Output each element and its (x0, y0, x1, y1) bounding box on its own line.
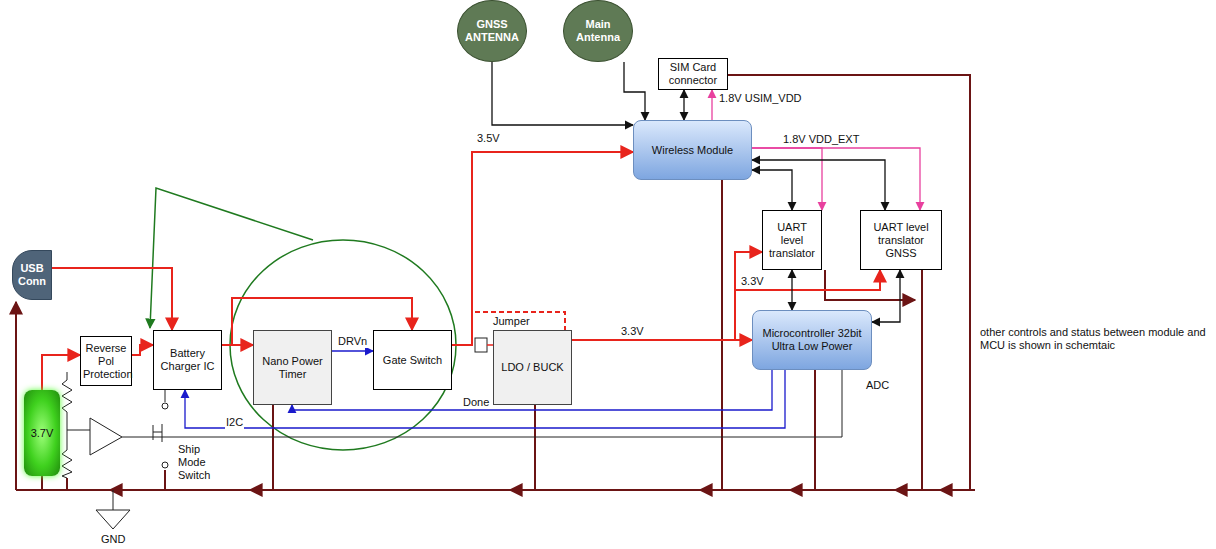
edge-label: I2C (225, 416, 244, 429)
connector (42, 355, 80, 390)
label-text: Ship Mode Switch (178, 443, 228, 482)
connector (752, 148, 822, 210)
node-text: USB Conn (15, 262, 49, 288)
battery: 3.7V (24, 390, 60, 476)
node-text: UART level translator (765, 221, 819, 260)
edge-label: Jumper (492, 315, 531, 328)
connector (752, 160, 885, 210)
node-text: UART level translator GNSS (863, 221, 939, 260)
regulator-box: LDO / BUCK (493, 330, 572, 405)
edge-label: 1.8V USIM_VDD (718, 92, 803, 105)
edge-label: DRVn (337, 335, 368, 348)
connector (332, 350, 373, 351)
connector (572, 252, 762, 340)
connector (624, 62, 645, 120)
node-text: Microcontroller 32bit Ultra Low Power (755, 327, 869, 353)
usb-connector: USB Conn (12, 250, 52, 300)
note-text: other controls and status between module… (980, 326, 1215, 352)
connector-box: SIM Card connector (658, 58, 728, 90)
timer-box: Nano Power Timer (253, 330, 332, 405)
label-text: ADC (866, 379, 889, 392)
ground-symbol (96, 490, 130, 529)
connector (452, 152, 633, 345)
ground-bus (16, 75, 975, 490)
antenna: GNSS ANTENNA (457, 0, 527, 62)
node-text: Wireless Module (652, 144, 733, 157)
connector (752, 170, 792, 210)
connector (752, 148, 920, 210)
node-text: Battery Charger IC (156, 347, 219, 373)
node-text: 3.7V (31, 427, 54, 440)
translator-box: UART level translator GNSS (860, 210, 942, 270)
connector (132, 345, 153, 355)
node-text: Nano Power Timer (256, 355, 329, 381)
label-text: GND (101, 533, 125, 546)
node-text: LDO / BUCK (501, 361, 563, 374)
module-box: Wireless Module (633, 120, 752, 180)
node-text: SIM Card connector (661, 61, 725, 87)
node-text: Gate Switch (383, 354, 442, 367)
highlight-circle (230, 240, 456, 450)
edge-label: Done (462, 396, 490, 409)
jumper-symbol (475, 338, 493, 352)
node-text: Main Antenna (570, 18, 626, 44)
edge-label: 3.5V (476, 132, 501, 145)
edge-label: 1.8V VDD_EXT (782, 133, 860, 146)
connector (711, 90, 712, 120)
connector (52, 268, 172, 330)
mcu-box: Microcontroller 32bit Ultra Low Power (752, 310, 872, 370)
antenna: Main Antenna (563, 0, 633, 62)
translator-box: UART level translator (762, 210, 822, 270)
node-text: Reverse Pol Protection (83, 342, 129, 381)
connector (791, 270, 792, 310)
protection-box: Reverse Pol Protection (80, 336, 132, 386)
edge-label: 3.3V (620, 325, 645, 338)
connector (872, 270, 900, 322)
ship-mode-switch (153, 390, 168, 468)
node-text: GNSS ANTENNA (464, 18, 520, 44)
switch-box: Gate Switch (373, 330, 452, 390)
edge-label: 3.3V (740, 275, 765, 288)
connector (683, 90, 684, 120)
connector (492, 62, 633, 125)
charger-box: Battery Charger IC (153, 330, 222, 390)
